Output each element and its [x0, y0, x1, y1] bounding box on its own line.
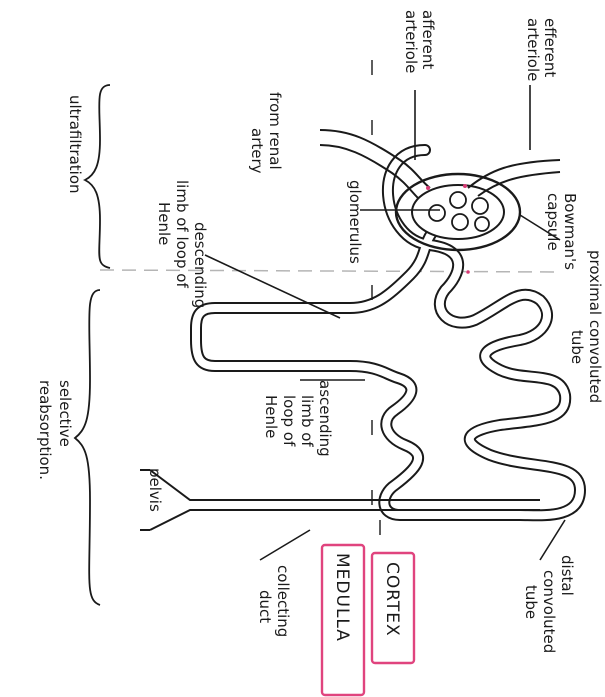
- level-ticks: [372, 60, 380, 570]
- capsule-text: capsule: [544, 193, 562, 251]
- reabsorption-text: reabsorption.: [36, 380, 54, 480]
- henle-text-2: Henle: [262, 395, 280, 438]
- tube-text-2: tube: [522, 585, 540, 619]
- cortex-label: CORTEX: [382, 562, 402, 637]
- ascending-text: ascending: [316, 380, 334, 457]
- limb-of-text: limb of: [298, 395, 316, 447]
- bowmans-text: Bowman's: [561, 193, 579, 270]
- descending-text: descending: [191, 222, 209, 308]
- pelvis-label: pelvis: [146, 468, 164, 512]
- label-efferent-arteriole: efferent arteriole: [524, 18, 559, 81]
- cortex-medulla-divider: [100, 270, 560, 272]
- proximal-text: proximal convoluted: [586, 250, 604, 403]
- glomerulus-label: glomerulus: [346, 180, 364, 264]
- brace-selective-reabsorption: [75, 290, 100, 605]
- artery-text: artery: [248, 128, 266, 174]
- nephron-tubule: [196, 150, 580, 515]
- label-proximal-tube: proximal convoluted tube: [568, 250, 604, 403]
- label-collecting-duct: collecting duct: [256, 565, 292, 637]
- selective-text: selective: [56, 380, 74, 447]
- collecting-text: collecting: [274, 565, 292, 637]
- label-afferent-arteriole: afferent arteriole: [402, 10, 437, 73]
- henle-text: Henle: [155, 202, 173, 245]
- bowmans-capsule: [396, 174, 520, 250]
- from-renal-text: from renal: [266, 92, 284, 170]
- label-ascending-limb: ascending limb of loop of Henle: [262, 380, 334, 457]
- arteriole-text: arteriole: [524, 18, 542, 81]
- tube-text: tube: [568, 330, 586, 364]
- label-descending-limb: descending limb of loop of Henle: [155, 180, 209, 308]
- label-distal-tube: distal convoluted tube: [522, 555, 576, 653]
- afferent-text: afferent: [419, 10, 437, 69]
- medulla-label: MEDULLA: [332, 553, 352, 642]
- ultrafiltration-label: ultrafiltration: [66, 95, 84, 194]
- duct-text: duct: [256, 590, 274, 623]
- convoluted-text: convoluted: [540, 570, 558, 653]
- arteriole-text-2: arteriole: [402, 10, 420, 73]
- brace-ultrafiltration: [85, 85, 110, 268]
- loop-of-text: loop of: [280, 395, 298, 447]
- label-from-renal-artery: from renal artery: [248, 92, 284, 174]
- distal-text: distal: [558, 555, 576, 596]
- limb-of-loop-text: limb of loop of: [173, 180, 191, 288]
- label-selective-reabsorption: selective reabsorption.: [36, 380, 74, 480]
- efferent-text: efferent: [541, 18, 559, 77]
- label-bowmans-capsule: Bowman's capsule: [544, 193, 579, 270]
